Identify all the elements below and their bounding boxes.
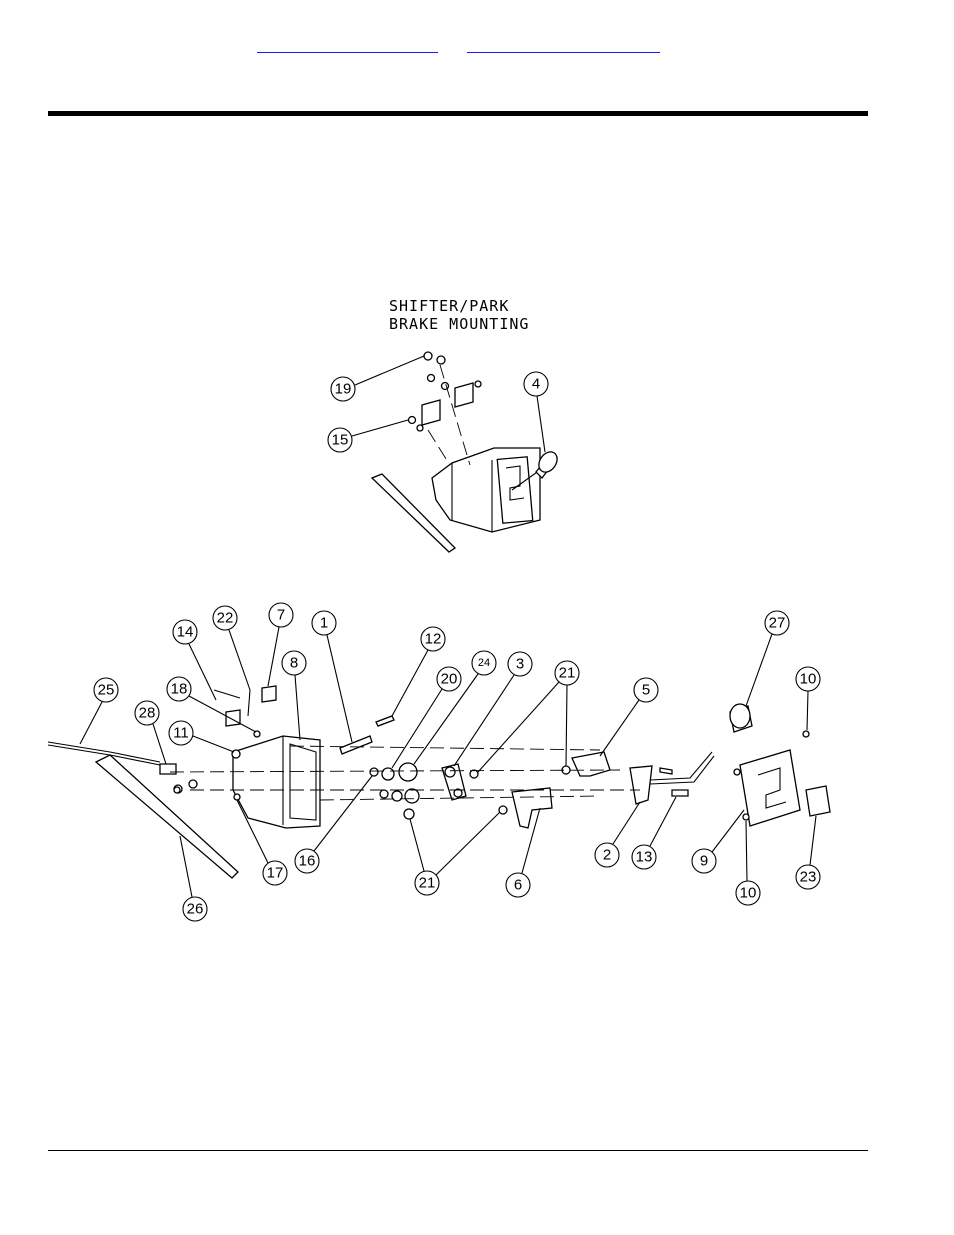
svg-text:22: 22 <box>217 610 234 627</box>
svg-text:3: 3 <box>516 656 524 673</box>
svg-text:25: 25 <box>98 682 115 699</box>
callout-10-top: 10 <box>795 666 821 731</box>
svg-text:21: 21 <box>559 665 576 682</box>
callout-24: 24 <box>413 650 497 765</box>
svg-text:8: 8 <box>290 655 298 672</box>
callout-18: 18 <box>166 676 257 733</box>
callout-22: 22 <box>212 605 251 691</box>
main-assembly <box>47 685 831 879</box>
callout-10-bottom: 10 <box>735 820 761 906</box>
svg-text:15: 15 <box>332 432 349 449</box>
callout-20: 20 <box>391 666 462 769</box>
svg-text:23: 23 <box>800 869 817 886</box>
inset-assembly <box>370 351 558 553</box>
bottom-divider <box>48 1150 868 1151</box>
inset-title-line2: BRAKE MOUNTING <box>389 315 529 333</box>
callout-14: 14 <box>172 619 217 701</box>
top-divider <box>48 111 868 116</box>
svg-text:4: 4 <box>532 376 540 393</box>
inset-title-line1: SHIFTER/PARK <box>389 297 509 315</box>
callout-23: 23 <box>795 815 821 890</box>
header-link-right[interactable] <box>467 38 660 53</box>
svg-text:2: 2 <box>603 847 611 864</box>
callout-11: 11 <box>168 720 235 753</box>
callout-25: 25 <box>79 677 119 745</box>
svg-text:16: 16 <box>299 853 316 870</box>
svg-text:12: 12 <box>425 631 442 648</box>
callout-27: 27 <box>745 610 790 707</box>
svg-text:6: 6 <box>514 877 522 894</box>
svg-text:21: 21 <box>419 875 436 892</box>
callout-6: 6 <box>505 807 541 898</box>
svg-text:24: 24 <box>478 657 490 669</box>
svg-text:26: 26 <box>187 901 204 918</box>
svg-text:14: 14 <box>177 624 194 641</box>
callout-19: 19 <box>330 355 425 402</box>
svg-text:19: 19 <box>335 381 352 398</box>
callout-21-bottom: 21 <box>409 811 501 896</box>
svg-text:5: 5 <box>642 682 650 699</box>
svg-text:27: 27 <box>769 615 786 632</box>
callout-13: 13 <box>631 796 677 870</box>
callout-3: 3 <box>453 651 533 767</box>
callout-12: 12 <box>391 626 446 717</box>
callout-5: 5 <box>599 677 659 757</box>
svg-text:10: 10 <box>800 671 817 688</box>
callout-9: 9 <box>691 809 745 874</box>
callout-8: 8 <box>281 650 307 741</box>
svg-text:9: 9 <box>700 853 708 870</box>
svg-text:17: 17 <box>267 865 284 882</box>
svg-text:20: 20 <box>441 671 458 688</box>
svg-text:18: 18 <box>171 681 188 698</box>
svg-text:13: 13 <box>636 849 653 866</box>
callout-1: 1 <box>311 610 353 743</box>
callout-16: 16 <box>294 775 373 874</box>
svg-text:1: 1 <box>320 615 328 632</box>
callout-15: 15 <box>327 419 409 453</box>
svg-text:11: 11 <box>173 725 189 742</box>
svg-text:10: 10 <box>740 885 757 902</box>
svg-text:7: 7 <box>277 607 285 624</box>
header-link-left[interactable] <box>257 38 438 53</box>
callout-26: 26 <box>179 835 208 922</box>
callout-17: 17 <box>236 799 288 886</box>
callout-28: 28 <box>134 700 167 765</box>
svg-text:28: 28 <box>139 705 156 722</box>
callout-21-top: 21 <box>477 660 580 773</box>
callout-2: 2 <box>594 801 641 868</box>
callout-4: 4 <box>523 371 549 453</box>
callout-7: 7 <box>267 602 294 687</box>
